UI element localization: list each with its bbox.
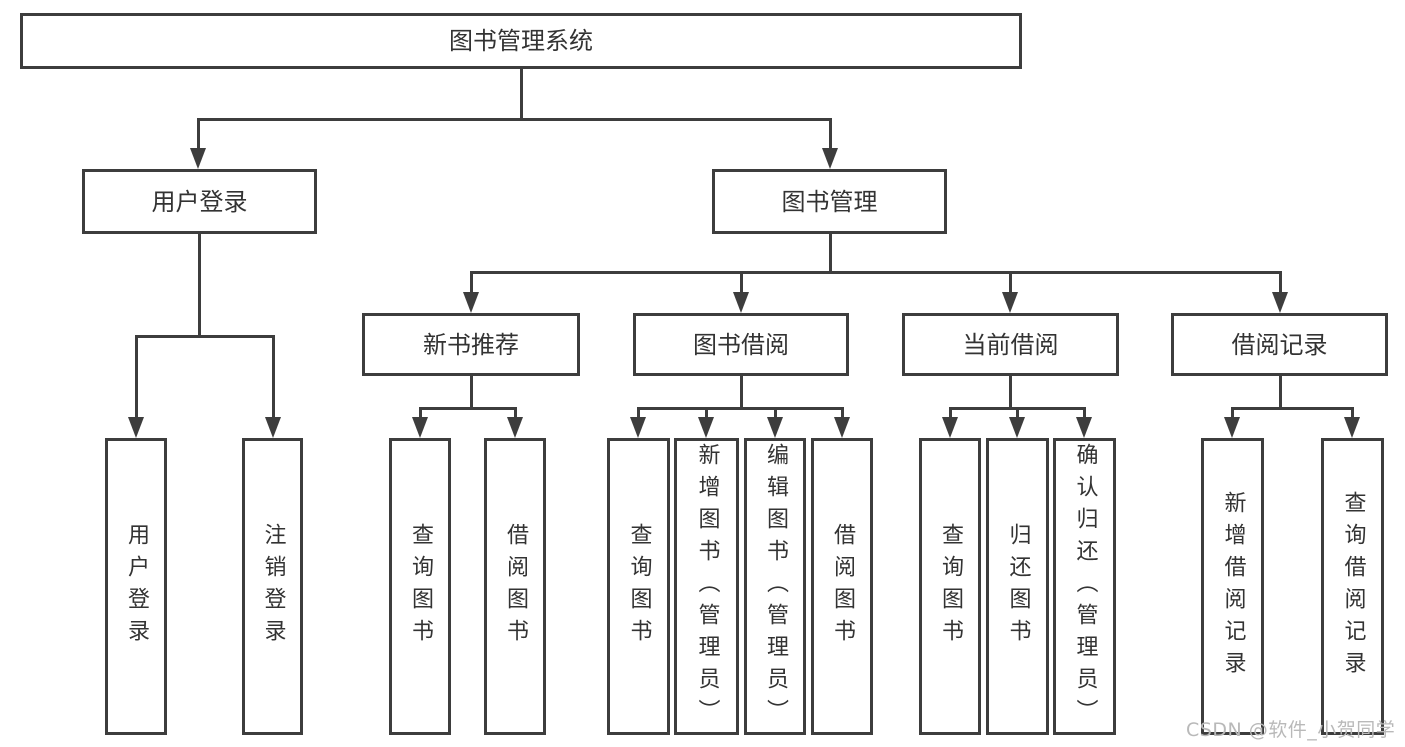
node-leaf-logout: 注销登录 [242,438,303,735]
node-new-book-rec: 新书推荐 [362,313,580,376]
connector-line [1009,376,1012,408]
connector-line [470,271,1282,274]
node-label: 用户登录 [124,522,149,651]
arrowhead-icon [698,417,714,438]
node-label: 确认归还（管理员） [1072,442,1098,731]
node-user-login: 用户登录 [82,169,317,234]
node-root: 图书管理系统 [20,13,1022,69]
node-leaf-query-book-2: 查询图书 [607,438,670,735]
node-leaf-return-book: 归还图书 [986,438,1049,735]
node-label: 图书管理 [781,187,878,216]
arrowhead-icon [412,417,428,438]
node-book-borrow: 图书借阅 [633,313,849,376]
node-leaf-query-book-1: 查询图书 [389,438,451,735]
arrowhead-icon [767,417,783,438]
node-label: 图书借阅 [693,330,789,359]
connector-line [135,336,138,420]
connector-line [1351,408,1354,420]
connector-line [1016,408,1019,420]
connector-line [197,118,832,121]
arrowhead-icon [507,417,523,438]
connector-line [829,119,832,151]
connector-line [1231,407,1354,410]
node-label: 用户登录 [151,187,248,216]
arrowhead-icon [1076,417,1092,438]
connector-line [774,408,777,420]
connector-line [740,376,743,408]
csdn-watermark: CSDN @软件_小贺同学 [1186,719,1396,741]
node-leaf-add-borrow-rec: 新增借阅记录 [1201,438,1264,735]
connector-line [1231,408,1234,420]
node-leaf-borrow-book-2: 借阅图书 [811,438,873,735]
node-leaf-edit-book: 编辑图书（管理员） [744,438,806,735]
connector-line [829,234,832,272]
node-label: 查询借阅记录 [1340,490,1366,683]
node-leaf-confirm-return: 确认归还（管理员） [1053,438,1116,735]
connector-line [841,408,844,420]
node-leaf-query-borrow-rec: 查询借阅记录 [1321,438,1384,735]
arrowhead-icon [1272,292,1288,313]
arrowhead-icon [190,148,206,169]
connector-line [1279,376,1282,408]
connector-line [740,272,743,295]
node-label: 借阅图书 [503,522,528,651]
connector-line [135,335,275,338]
node-leaf-borrow-book-1: 借阅图书 [484,438,546,735]
connector-line [637,407,844,410]
node-label: 借阅图书 [830,522,855,651]
arrowhead-icon [1009,417,1025,438]
node-label: 新增图书（管理员） [694,442,720,731]
node-label: 借阅记录 [1231,330,1328,359]
connector-line [520,67,523,119]
node-borrow-records: 借阅记录 [1171,313,1388,376]
connector-line [514,408,517,420]
connector-line [198,234,201,336]
connector-line [949,408,952,420]
connector-line [1083,408,1086,420]
node-label: 查询图书 [626,522,652,651]
node-label: 归还图书 [1005,522,1031,651]
arrowhead-icon [630,417,646,438]
arrowhead-icon [128,417,144,438]
arrowhead-icon [942,417,958,438]
connector-line [272,336,275,420]
arrowhead-icon [463,292,479,313]
arrowhead-icon [822,148,838,169]
node-label: 编辑图书（管理员） [763,442,788,731]
node-label: 注销登录 [260,522,286,651]
node-label: 当前借阅 [962,330,1059,359]
connector-line [1009,272,1012,295]
connector-line [1279,272,1282,295]
node-book-mgmt: 图书管理 [712,169,947,234]
node-label: 查询图书 [408,522,433,651]
connector-line [705,408,708,420]
node-current-borrow: 当前借阅 [902,313,1119,376]
connector-line [637,408,640,420]
connector-line [419,408,422,420]
arrowhead-icon [1002,292,1018,313]
arrowhead-icon [1224,417,1240,438]
connector-line [470,272,473,295]
arrowhead-icon [265,417,281,438]
node-label: 新增借阅记录 [1220,490,1246,683]
connector-line [470,376,473,408]
node-leaf-query-book-3: 查询图书 [919,438,981,735]
node-label: 图书管理系统 [449,27,593,55]
node-leaf-add-book: 新增图书（管理员） [674,438,739,735]
node-label: 查询图书 [938,522,963,651]
arrowhead-icon [1344,417,1360,438]
arrowhead-icon [834,417,850,438]
connector-line [419,407,517,410]
connector-line [197,119,200,151]
node-label: 新书推荐 [423,330,519,359]
node-leaf-user-login: 用户登录 [105,438,167,735]
arrowhead-icon [733,292,749,313]
